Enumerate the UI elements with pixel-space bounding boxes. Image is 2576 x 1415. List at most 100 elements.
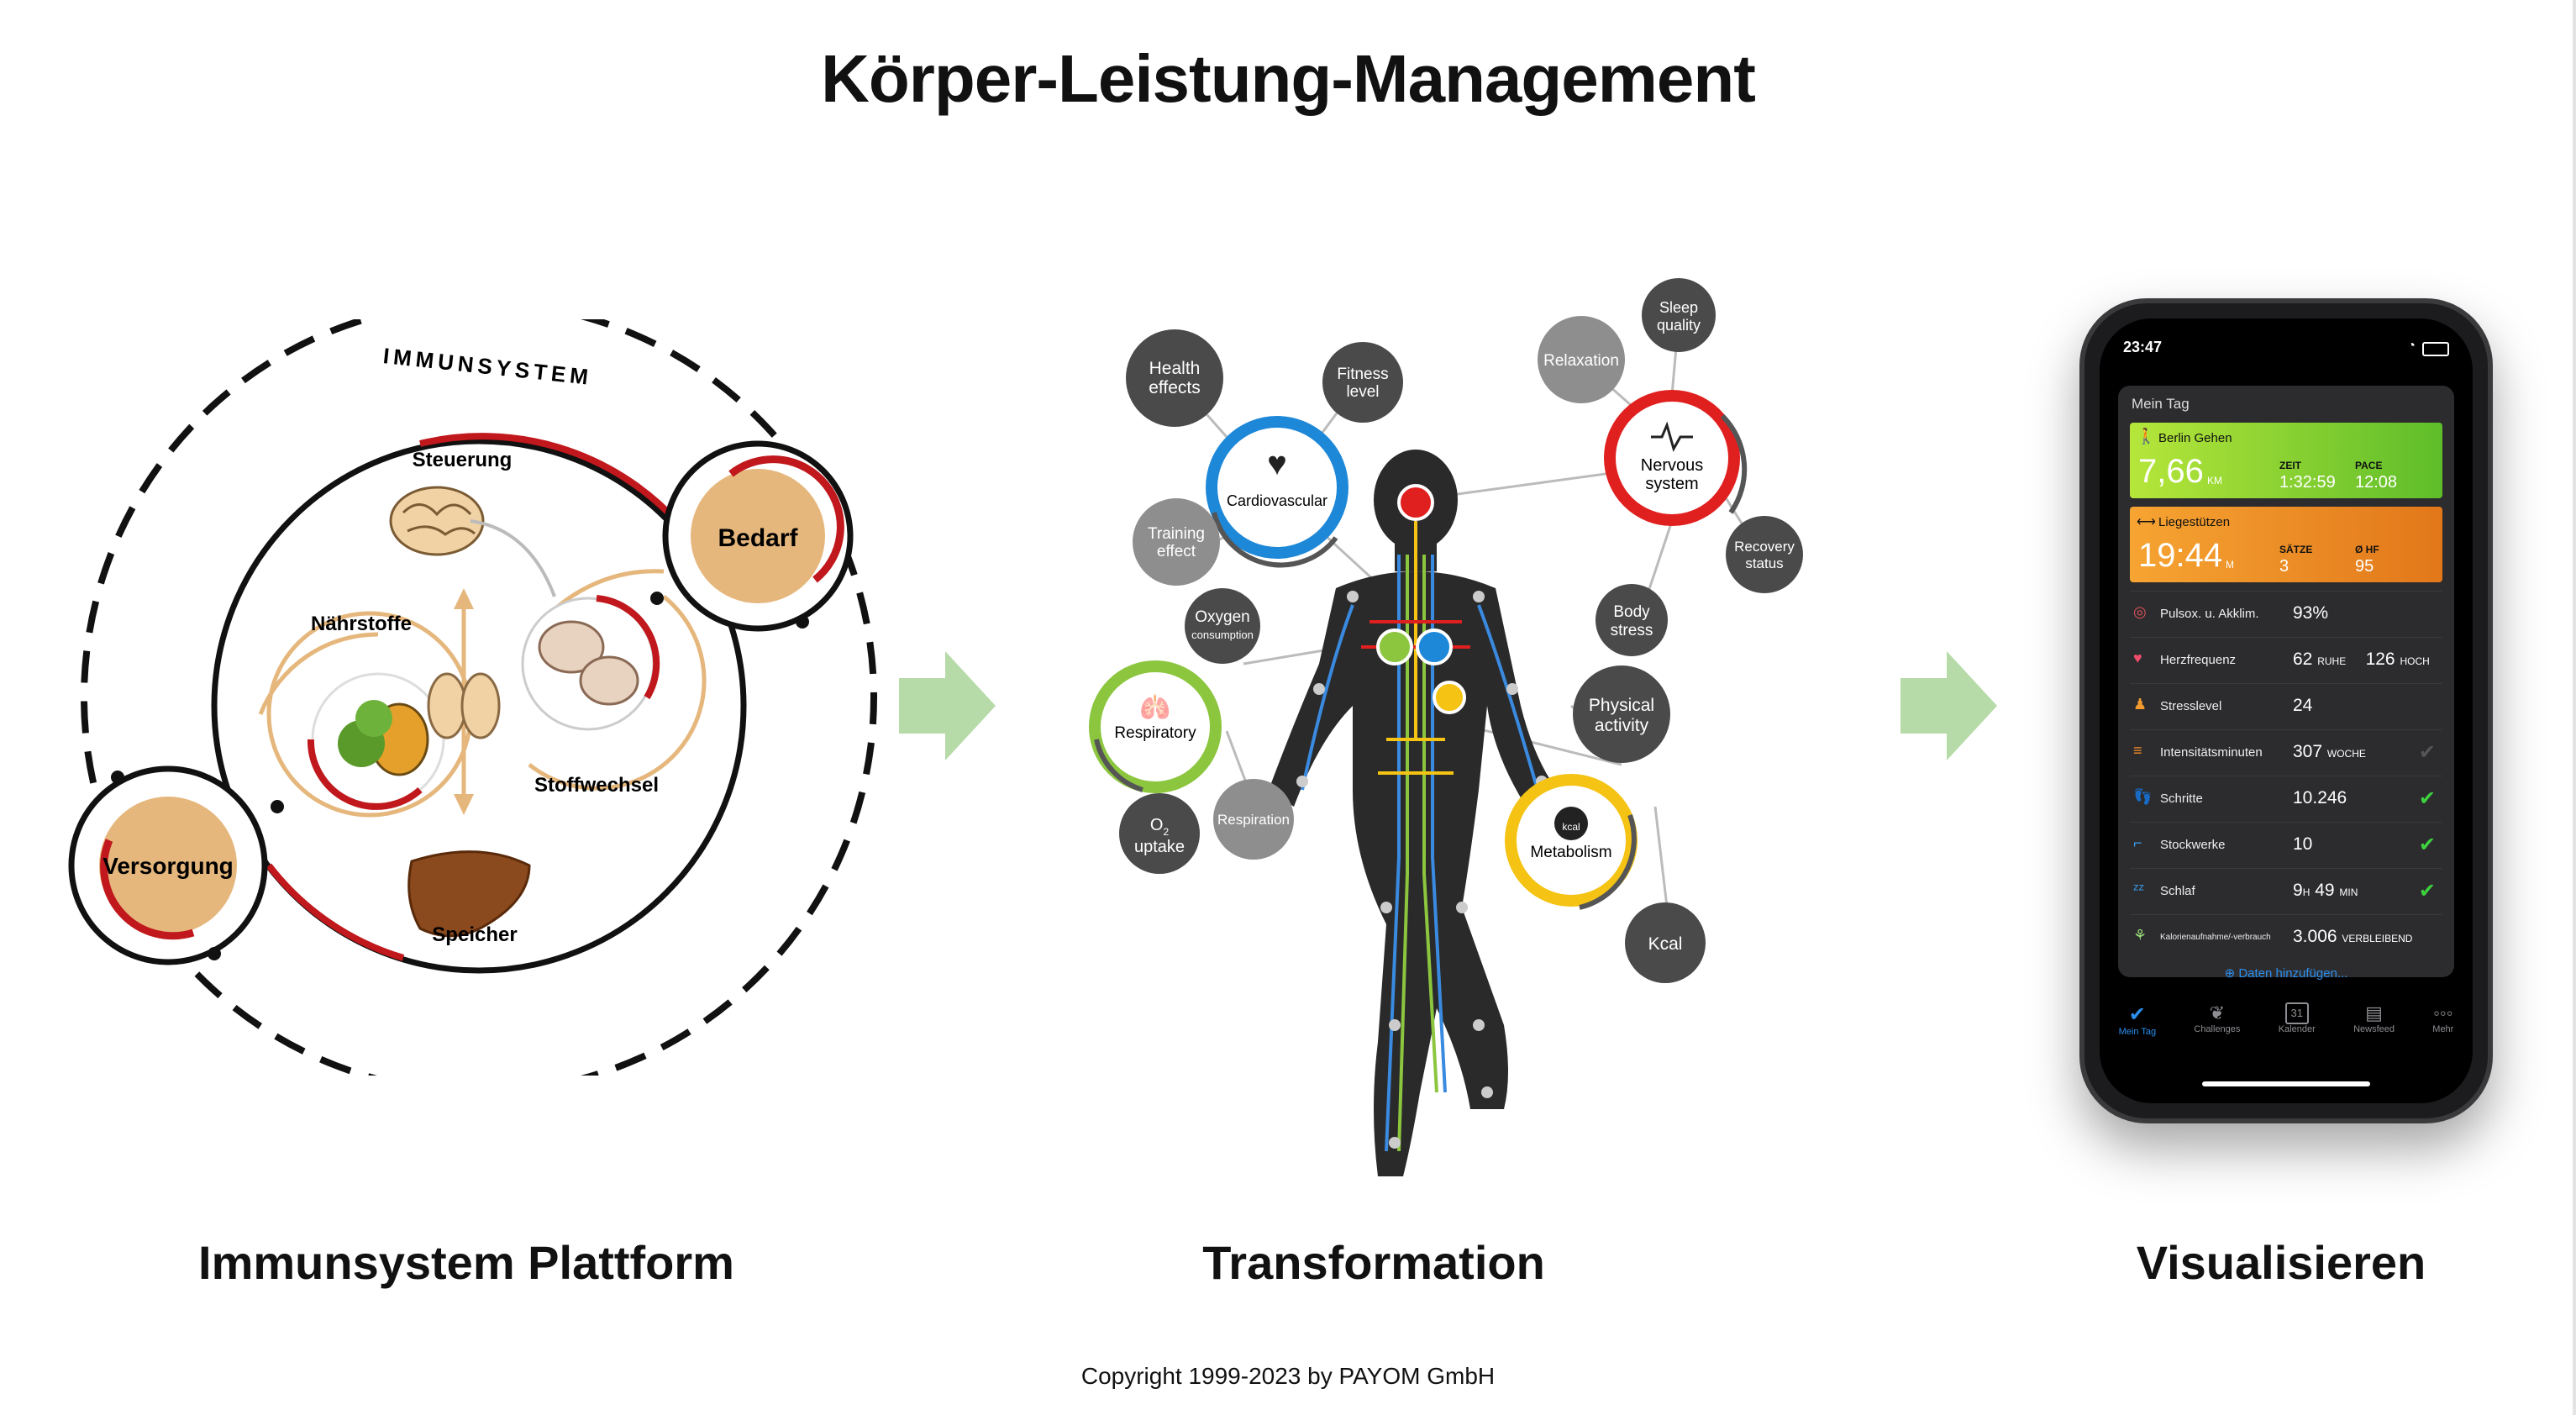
immune-ring-label: IMMUNSYSTEM [382, 343, 594, 390]
panel-header: Mein Tag [2132, 396, 2190, 412]
nervous-label-2: system [1645, 475, 1698, 493]
food-icon [338, 700, 429, 776]
sleep-quality-label-1: Sleep [1659, 299, 1698, 316]
inner-red-arc-top [419, 433, 679, 523]
metric-value: 24 [2293, 696, 2313, 715]
add-data-label: Daten hinzufügen... [2238, 966, 2348, 981]
o2-label: O2 [1150, 816, 1170, 838]
versorgung-circle [99, 797, 237, 934]
uptake-label: uptake [1134, 838, 1185, 856]
check-icon: ✔ [2418, 834, 2436, 856]
stress-icon: ♟ [2133, 696, 2148, 713]
activity-unit: KM [2207, 475, 2222, 487]
metric-value: 62 RUHE 126 HOCH [2293, 650, 2430, 669]
nervous-system-ring [1604, 390, 1740, 526]
metabolism-label: Metabolism [1530, 844, 1611, 861]
activity-name: Berlin Gehen [2158, 431, 2232, 445]
label-transformation: Transformation [1202, 1236, 1545, 1289]
check-icon: ✔ [2418, 787, 2436, 810]
kcal-badge-icon [1554, 807, 1588, 840]
speicher-label: Speicher [432, 923, 517, 946]
activity-col1-label: ZEIT [2279, 460, 2301, 471]
check-icon: ✔ [2418, 880, 2436, 902]
lungs-marker [1376, 629, 1413, 665]
status-time: 23:47 [2123, 339, 2163, 355]
kcal-bubble [1625, 902, 1706, 983]
recovery-status-label-2: status [1745, 555, 1783, 571]
metric-value: 10.246 [2293, 788, 2347, 807]
activity-card-pushups[interactable]: ⟷ Liegestützen 19:44 M SÄTZE 3 Ø HF 95 [2130, 507, 2442, 582]
oxygen-label: Oxygen [1195, 608, 1249, 626]
tab-mein-tag[interactable]: ✔Mein Tag [2119, 1002, 2156, 1061]
physical-activity-label-2: activity [1595, 716, 1649, 735]
respiratory-label: Respiratory [1114, 724, 1196, 742]
tab-challenges[interactable]: ❦Challenges [2194, 1002, 2240, 1061]
heart-icon: ♥ [1267, 445, 1287, 482]
calories-icon: ⚘ [2133, 927, 2148, 944]
sleep-quality-bubble [1642, 278, 1716, 352]
activity-card-walk[interactable]: 🚶 Berlin Gehen 7,66 KM ZEIT 1:32:59 PACE… [2130, 423, 2442, 498]
metric-label: Stresslevel [2160, 699, 2222, 713]
nutrients-red-arc [307, 739, 423, 810]
liver-icon [407, 850, 531, 938]
metric-label: Pulsox. u. Akklim. [2160, 607, 2259, 621]
health-effects-bubble [1126, 329, 1223, 427]
training-effect-label-1: Training [1148, 525, 1205, 543]
activity-col2-label: Ø HF [2355, 544, 2379, 555]
intensity-icon: ≡ [2133, 742, 2142, 759]
tab-label: Mein Tag [2118, 1027, 2157, 1037]
laurel-icon: ❦ [2209, 1002, 2226, 1023]
activity-col1-value: 3 [2279, 557, 2289, 576]
battery-icon [2422, 342, 2449, 356]
heart-icon: ♥ [2133, 650, 2142, 666]
app-panel: Mein Tag 🚶 Berlin Gehen 7,66 KM ZEIT 1:3… [2118, 386, 2454, 981]
physical-activity-label-1: Physical [1589, 696, 1654, 715]
metric-label: Schritte [2160, 792, 2203, 806]
sleep-quality-label-2: quality [1657, 317, 1701, 334]
tab-label: Kalender [2278, 1024, 2316, 1034]
pulse-ox-icon: ◎ [2133, 603, 2147, 620]
junction-dot [208, 947, 221, 960]
tab-mehr[interactable]: ◦◦◦Mehr [2432, 1002, 2453, 1061]
activity-name: Liegestützen [2158, 515, 2231, 529]
junction-dot [650, 592, 664, 605]
kcal-label: Kcal [1648, 934, 1683, 954]
metric-label: Schlaf [2160, 884, 2195, 898]
metric-row[interactable]: ◎Pulsox. u. Akklim.93% [2130, 591, 2442, 637]
copyright: Copyright 1999-2023 by PAYOM GmbH [1080, 1363, 1496, 1389]
lungs-icon: 🫁 [1139, 693, 1170, 722]
flow-arrow-2 [1900, 651, 1997, 760]
stairs-icon: ⌐ [2133, 834, 2142, 851]
training-effect-bubble [1133, 498, 1220, 586]
respiration-label: Respiration [1217, 812, 1290, 828]
wifi-icon: ◔ [2407, 339, 2416, 353]
tab-newsfeed[interactable]: ▤Newsfeed [2353, 1002, 2395, 1061]
metric-label: Herzfrequenz [2160, 653, 2237, 667]
junction-dot [271, 800, 284, 813]
label-immunsystem-plattform: Immunsystem Plattform [198, 1236, 734, 1289]
lungs-icon [427, 672, 501, 739]
bedarf-circle [691, 469, 825, 603]
add-data-link[interactable]: ⊕ Daten hinzufügen... [2224, 966, 2348, 981]
pulse-icon [1651, 421, 1693, 452]
tab-label: Mehr [2432, 1024, 2454, 1034]
metric-row[interactable]: ♥ Herzfrequenz 62 RUHE 126 HOCH [2130, 637, 2442, 683]
checkmark-icon: ✔ [2128, 1003, 2146, 1026]
metric-label: Intensitätsminuten [2160, 745, 2263, 760]
kcal-badge-label: kcal [1562, 821, 1580, 833]
metric-label: Kalorienaufnahme/-verbrauch [2160, 933, 2271, 942]
inner-cycle-ring [211, 438, 747, 974]
recovery-status-label-1: Recovery [1734, 539, 1795, 555]
body-stress-label-1: Body [1613, 603, 1650, 621]
metric-row[interactable]: ♟ Stresslevel 24 [2130, 683, 2442, 729]
bedarf-red-arc [728, 455, 844, 583]
body-transformation-diagram: ♥ Cardiovascular Nervous system 🫁 Respir… [1089, 278, 1803, 1176]
